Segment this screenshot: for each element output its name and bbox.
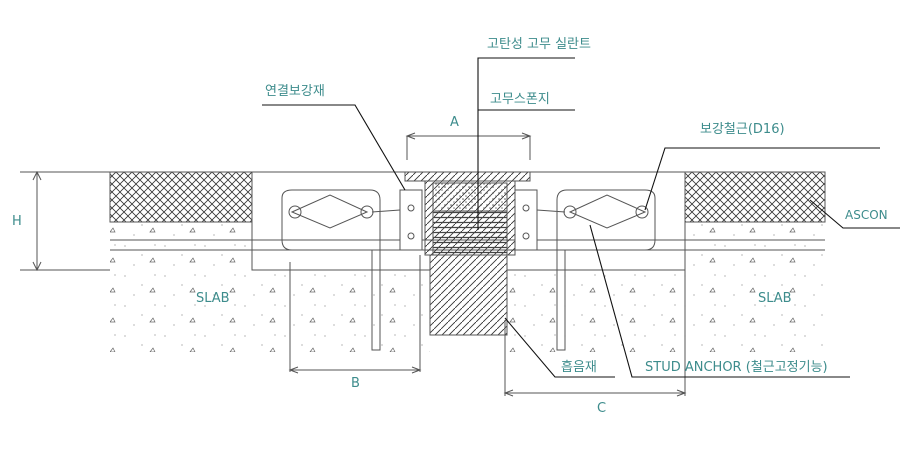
sound-absorber: [429, 254, 508, 336]
dimension-c-label: C: [597, 401, 607, 416]
leader-lines: [262, 57, 900, 378]
label-rubber-sealant: 고탄성 고무 실란트: [487, 37, 591, 52]
dimension-c-line: [504, 270, 686, 396]
stud-anchor-left: [281, 189, 401, 351]
slab-right: [685, 222, 825, 352]
label-stud-anchor: STUD ANCHOR (철근고정기능): [645, 360, 828, 375]
label-slab-left: SLAB: [196, 291, 230, 306]
dimension-b-label: B: [351, 376, 360, 391]
dimension-a-line: [406, 135, 531, 160]
rubber-sponge: [432, 210, 508, 256]
label-ascon: ASCON: [845, 208, 888, 222]
label-rebar: 보강철근(D16): [700, 122, 785, 137]
label-slab-right: SLAB: [758, 291, 792, 306]
label-connector: 연결보강재: [265, 84, 325, 99]
dimension-h-label: H: [12, 214, 22, 229]
rubber-sealant: [432, 182, 508, 212]
dimension-a-label: A: [450, 115, 459, 130]
ascon-left: [109, 171, 253, 223]
slab-left: [110, 222, 252, 352]
ascon-right: [684, 171, 826, 223]
dimension-b-line: [289, 255, 421, 372]
label-absorber: 흡음재: [561, 360, 597, 375]
label-rubber-sponge: 고무스폰지: [490, 92, 550, 107]
